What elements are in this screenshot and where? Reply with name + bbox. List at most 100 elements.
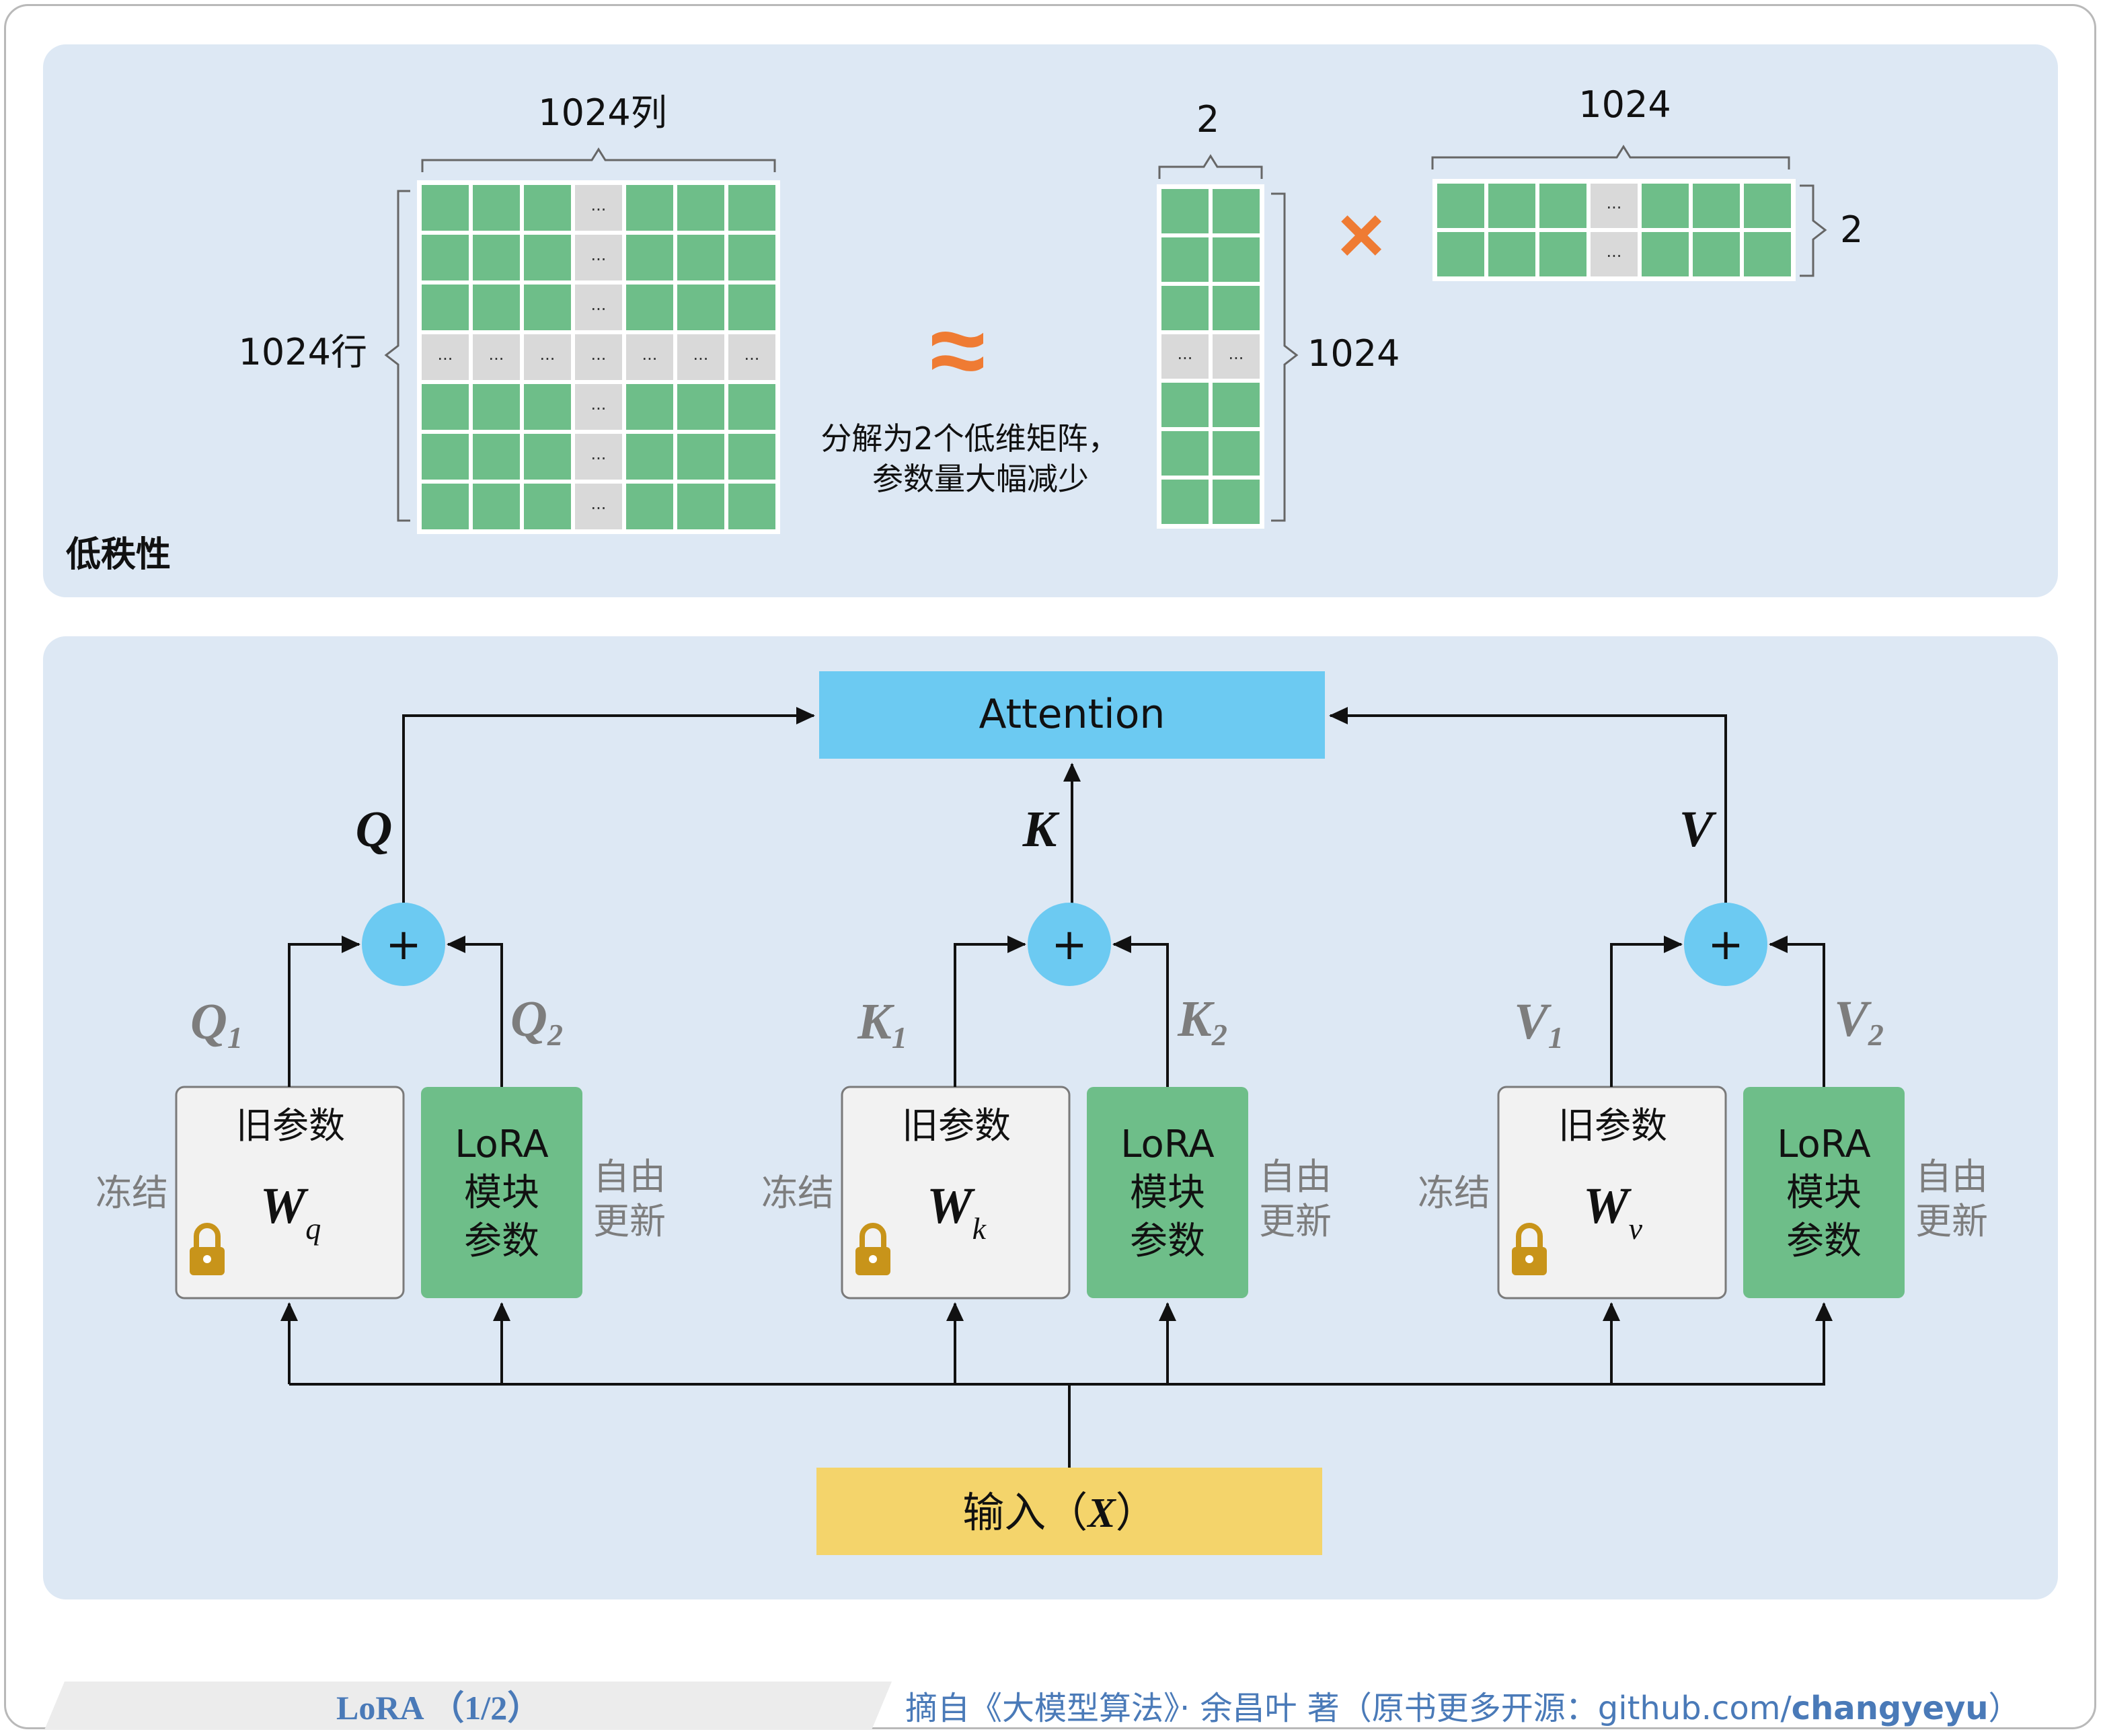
approx-symbol: ≈ xyxy=(930,293,985,406)
input-label-var: X xyxy=(1086,1490,1116,1536)
lora-box xyxy=(421,1087,582,1298)
lora-box-line3: 参数 xyxy=(1130,1219,1205,1263)
big-matrix-cell xyxy=(524,285,571,330)
big-matrix-cols-label: 1024列 xyxy=(538,91,666,134)
big-matrix-cell xyxy=(422,384,469,430)
tall-matrix-cell xyxy=(1213,383,1260,427)
plus-symbol: + xyxy=(385,920,422,970)
tall-matrix-top-brace xyxy=(1158,154,1263,179)
old-params-label: 旧参数 xyxy=(902,1104,1011,1147)
big-matrix-cell xyxy=(575,185,622,231)
frozen-output-label: K1 xyxy=(857,993,907,1055)
footer-source-prefix: 摘自《大模型算法》· 余昌叶 著（原书更多开源：github.com/ xyxy=(905,1690,1792,1727)
big-matrix-cell xyxy=(575,334,622,380)
big-matrix-cell xyxy=(626,285,673,330)
frozen-to-plus-arrow xyxy=(954,936,1026,1087)
wide-matrix-cell xyxy=(1744,184,1791,228)
tall-matrix-cell xyxy=(1161,431,1209,476)
weight-sub: k xyxy=(972,1211,987,1246)
tall-matrix-ellipsis: ... xyxy=(1229,344,1244,363)
wide-matrix-cell xyxy=(1591,184,1638,228)
big-matrix-ellipsis: ... xyxy=(489,345,504,364)
plus-symbol: + xyxy=(1051,920,1087,970)
lora-box-line1: LoRA xyxy=(1777,1123,1870,1166)
footer-bar xyxy=(44,1682,892,1730)
free-update-line2: 更新 xyxy=(593,1200,666,1242)
plus-symbol: + xyxy=(1708,920,1744,970)
tall-matrix-cell xyxy=(1213,286,1260,330)
low-rank-section-label: 低秩性 xyxy=(66,535,171,575)
big-matrix-cell xyxy=(626,334,673,380)
big-matrix-cell xyxy=(728,185,775,231)
big-matrix-cell xyxy=(575,384,622,430)
attention-box xyxy=(819,671,1325,759)
lora-box-line3: 参数 xyxy=(464,1219,539,1263)
big-matrix-cell xyxy=(626,434,673,480)
big-matrix-ellipsis: ... xyxy=(591,494,607,513)
wide-matrix-top-label: 1024 xyxy=(1578,83,1671,126)
lora-box-line2: 模块 xyxy=(1786,1171,1862,1215)
weight-var: W xyxy=(927,1178,976,1234)
big-matrix-cell xyxy=(728,285,775,330)
wide-matrix-cell xyxy=(1437,184,1484,228)
big-matrix-cell xyxy=(626,235,673,280)
lora-to-plus-arrow xyxy=(1112,936,1169,1087)
free-update-line1: 自由 xyxy=(1259,1156,1332,1198)
tall-matrix: ...... xyxy=(1157,184,1264,529)
big-matrix-cell xyxy=(422,334,469,380)
lora-box-line3: 参数 xyxy=(1786,1219,1862,1263)
big-matrix-cell xyxy=(422,285,469,330)
frozen-output-label: V1 xyxy=(1514,993,1564,1055)
tall-matrix-cell xyxy=(1161,383,1209,427)
weight-sub: v xyxy=(1629,1211,1643,1246)
low-rank-panel xyxy=(43,44,2058,597)
big-matrix-cell xyxy=(677,334,724,380)
input-box xyxy=(816,1468,1322,1555)
big-matrix-ellipsis: ... xyxy=(744,345,760,364)
wide-matrix-cell xyxy=(1539,184,1586,228)
big-matrix: ....................................... xyxy=(417,180,780,534)
wide-matrix-ellipsis: ... xyxy=(1607,194,1622,213)
frozen-label: 冻结 xyxy=(761,1172,834,1214)
lora-output-var: K xyxy=(1177,991,1215,1047)
plus-circle xyxy=(1684,903,1767,986)
big-matrix-cell xyxy=(677,434,724,480)
big-matrix-cell xyxy=(422,484,469,529)
footer-source: 摘自《大模型算法》· 余昌叶 著（原书更多开源：github.com/chang… xyxy=(905,1690,2021,1727)
lock-keyhole xyxy=(869,1255,877,1263)
plus-circle xyxy=(362,903,445,986)
weight-sub: q xyxy=(305,1211,321,1246)
big-matrix-cell xyxy=(626,484,673,529)
footer-title: LoRA （1/2） xyxy=(336,1689,541,1727)
frozen-output-label: Q1 xyxy=(190,993,243,1055)
big-matrix-left-brace xyxy=(384,190,410,522)
frozen-label: 冻结 xyxy=(1418,1172,1490,1214)
free-update-line1: 自由 xyxy=(593,1156,666,1198)
lock-keyhole xyxy=(1525,1255,1533,1263)
wide-matrix-right-brace xyxy=(1800,184,1827,277)
frozen-output-sub: 1 xyxy=(227,1020,243,1055)
attention-lines xyxy=(402,707,1727,904)
big-matrix-ellipsis: ... xyxy=(540,345,556,364)
big-matrix-ellipsis: ... xyxy=(591,246,607,264)
frozen-to-plus-arrow xyxy=(288,936,360,1087)
big-matrix-cell xyxy=(524,185,571,231)
lora-box-line1: LoRA xyxy=(1120,1123,1214,1166)
tall-matrix-cell xyxy=(1213,480,1260,524)
lora-output-var: V xyxy=(1834,991,1872,1047)
input-label-close: ） xyxy=(1116,1488,1157,1537)
big-matrix-cell xyxy=(524,334,571,380)
big-matrix-cell xyxy=(524,434,571,480)
weight-label: Wv xyxy=(1583,1178,1643,1246)
tall-matrix-cell xyxy=(1213,334,1260,379)
tall-matrix-ellipsis: ... xyxy=(1178,344,1193,363)
lora-box-line2: 模块 xyxy=(464,1171,539,1215)
plus-circle xyxy=(1028,903,1111,986)
big-matrix-cell xyxy=(422,185,469,231)
big-matrix-top-brace xyxy=(421,147,776,172)
big-matrix-cell xyxy=(728,434,775,480)
lock-icon xyxy=(1512,1223,1547,1275)
lock-shackle xyxy=(859,1223,886,1248)
